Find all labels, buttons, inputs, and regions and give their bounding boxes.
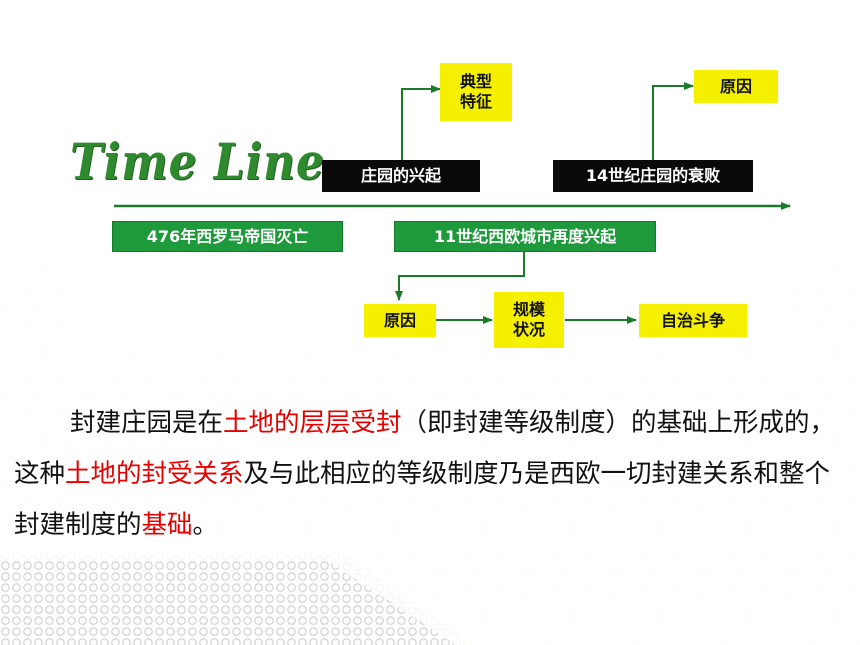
node-scale-status: 规模 状况 [494,292,564,348]
node-manor-rise: 庄园的兴起 [322,160,480,192]
paragraph-text-2: （即封建等级制度）的基础上形成的，这种 [14,408,836,489]
node-typical-features-line2: 特征 [459,92,492,111]
node-typical-features: 典型 特征 [440,63,512,121]
timeline-diagram-panel [68,62,794,352]
arrow-to-reason-bottom [395,252,525,301]
timeline-arrows [114,82,791,324]
paragraph-text-1: 封建庄园是在 [70,408,224,438]
paragraph-highlight-3: 基础 [141,510,193,540]
node-western-rome-fall: 476年西罗马帝国灭亡 [112,221,343,252]
timeline-title: Time Line [70,132,325,191]
node-autonomy-struggle: 自治斗争 [639,304,747,337]
node-city-revival: 11世纪西欧城市再度兴起 [394,221,656,252]
paragraph-text-3: 及与此相应的等级制度乃是西欧一切封建关系和整个封建制度的 [14,459,831,540]
arrow-to-reason-top [652,82,694,160]
node-scale-status-line1: 规模 [512,300,545,319]
paragraph-highlight-2: 土地的封受关系 [65,459,244,489]
node-typical-features-line1: 典型 [459,72,492,91]
explanation-paragraph: 封建庄园是在土地的层层受封（即封建等级制度）的基础上形成的，这种土地的封受关系及… [14,398,842,551]
node-reason-bottom: 原因 [364,304,436,337]
paragraph-highlight-1: 土地的层层受封 [223,408,402,438]
node-scale-status-line2: 状况 [512,320,545,339]
node-reason-top: 原因 [694,70,778,103]
paragraph-text-4: 。 [192,510,219,540]
arrow-to-typical-features [401,85,441,160]
node-manor-decline: 14世纪庄园的衰败 [553,160,753,192]
